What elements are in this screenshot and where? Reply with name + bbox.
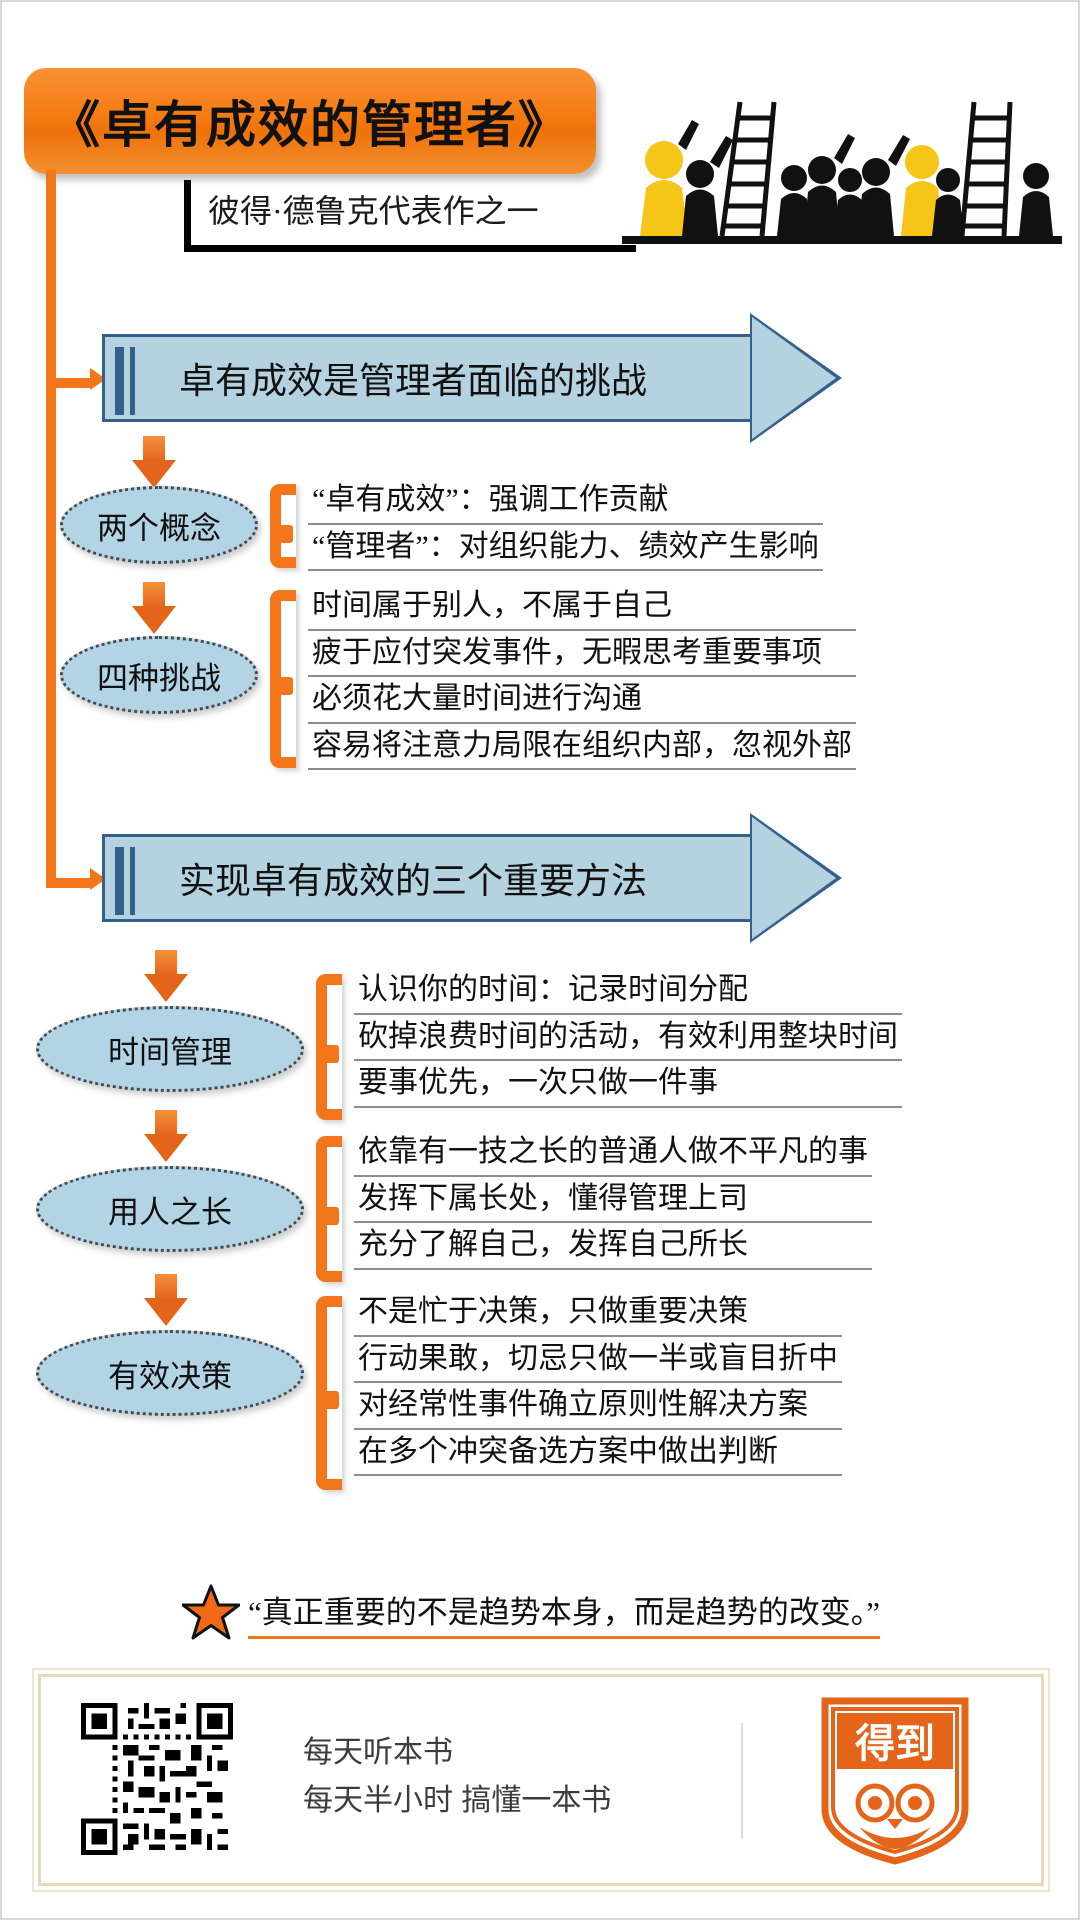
arrow-head — [132, 460, 176, 488]
subtitle-text: 彼得·德鲁克代表作之一 — [208, 193, 539, 229]
group-ellipse-two-concepts: 两个概念 — [60, 486, 258, 564]
list-item: 不是忙于决策，只做重要决策 — [354, 1290, 842, 1337]
arrow-stem — [155, 1110, 177, 1136]
brace-nub — [317, 1207, 339, 1225]
group-label-time-management: 时间管理 — [108, 1034, 232, 1070]
brace-two-concepts — [270, 484, 296, 568]
qr-code-svg — [81, 1703, 233, 1855]
group-ellipse-effective-decisions: 有效决策 — [36, 1330, 304, 1416]
dedao-logo[interactable]: 得到 — [819, 1695, 971, 1867]
group-label-four-challenges: 四种挑战 — [97, 660, 221, 696]
down-arrow-leverage-strengths — [144, 1110, 188, 1162]
list-item: 发挥下属长处，懂得管理上司 — [354, 1177, 872, 1224]
list-item: “管理者”：对组织能力、绩效产生影响 — [308, 525, 823, 572]
list-item: 依靠有一技之长的普通人做不平凡的事 — [354, 1130, 872, 1177]
list-item: 行动果敢，切忌只做一半或盲目折中 — [354, 1337, 842, 1384]
arrow-head — [132, 606, 176, 634]
brace-leverage-strengths — [316, 1136, 342, 1282]
footer-tagline-line2: 每天半小时 搞懂一本书 — [303, 1784, 612, 1817]
arrow-head — [144, 1298, 188, 1326]
banner-2-label: 实现卓有成效的三个重要方法 — [179, 861, 648, 901]
group-label-two-concepts: 两个概念 — [97, 510, 221, 546]
list-item: 认识你的时间：记录时间分配 — [354, 968, 902, 1015]
spine-connector-top — [56, 378, 92, 388]
subtitle-bottom-rule — [184, 245, 636, 252]
orange-flow-spine — [46, 170, 56, 888]
footer-divider — [741, 1723, 743, 1839]
list-item: 充分了解自己，发挥自己所长 — [354, 1223, 872, 1270]
arrow-head — [144, 974, 188, 1002]
banner-1-accent-thin — [130, 347, 135, 415]
brace-time-management — [316, 974, 342, 1120]
banner-1-head — [752, 317, 836, 439]
quote-text: “真正重要的不是趋势本身，而是趋势的改变。” — [248, 1587, 881, 1639]
list-item: 砍掉浪费时间的活动，有效利用整块时间 — [354, 1015, 902, 1062]
brace-effective-decisions — [316, 1296, 342, 1490]
section-banner-1: 卓有成效是管理者面临的挑战 — [102, 313, 842, 443]
banner-2-accent-thin — [130, 847, 135, 915]
arrow-stem — [143, 582, 165, 608]
subtitle-left-rule — [184, 180, 191, 252]
arrow-stem — [155, 950, 177, 976]
down-arrow-effective-decisions — [144, 1274, 188, 1326]
group-ellipse-four-challenges: 四种挑战 — [60, 636, 258, 714]
brace-four-challenges — [270, 590, 296, 768]
list-item: “卓有成效”：强调工作贡献 — [308, 478, 823, 525]
spine-connector-bottom — [56, 878, 92, 888]
hero-svg — [622, 101, 1062, 244]
page-title: 《卓有成效的管理者》 — [50, 97, 570, 153]
banner-2-accent-thick — [115, 847, 124, 915]
brace-nub — [317, 1045, 339, 1063]
qr-code[interactable] — [77, 1699, 237, 1859]
list-leverage-strengths: 依靠有一技之长的普通人做不平凡的事 发挥下属长处，懂得管理上司 充分了解自己，发… — [354, 1130, 872, 1270]
down-arrow-four-challenges — [132, 582, 176, 634]
subtitle-block: 彼得·德鲁克代表作之一 — [184, 180, 636, 252]
list-item: 对经常性事件确立原则性解决方案 — [354, 1383, 842, 1430]
footer-tagline: 每天听本书 每天半小时 搞懂一本书 — [303, 1729, 611, 1825]
banner-2-body: 实现卓有成效的三个重要方法 — [102, 834, 750, 922]
brace-nub — [271, 677, 293, 695]
brace-nub — [317, 1391, 339, 1409]
logo-text: 得到 — [855, 1721, 935, 1766]
banner-2-head — [752, 817, 836, 939]
group-label-leverage-strengths: 用人之长 — [108, 1194, 232, 1230]
highlight-quote-row: “真正重要的不是趋势本身，而是趋势的改变。” — [182, 1582, 902, 1644]
list-two-concepts: “卓有成效”：强调工作贡献 “管理者”：对组织能力、绩效产生影响 — [308, 478, 823, 572]
list-item: 必须花大量时间进行沟通 — [308, 677, 856, 724]
down-arrow-time-management — [144, 950, 188, 1002]
list-time-management: 认识你的时间：记录时间分配 砍掉浪费时间的活动，有效利用整块时间 要事优先，一次… — [354, 968, 902, 1108]
arrow-stem — [155, 1274, 177, 1300]
footer-tagline-line1: 每天听本书 — [303, 1736, 453, 1769]
banner-1-accent-thick — [115, 347, 124, 415]
arrow-head — [144, 1134, 188, 1162]
star-icon — [182, 1584, 240, 1640]
brace-nub — [271, 525, 293, 543]
poster-title-box: 《卓有成效的管理者》 — [24, 68, 596, 174]
list-item: 容易将注意力局限在组织内部，忽视外部 — [308, 724, 856, 771]
list-four-challenges: 时间属于别人，不属于自己 疲于应付突发事件，无暇思考重要事项 必须花大量时间进行… — [308, 584, 856, 771]
ladders-and-crowd-illustration — [622, 100, 1062, 252]
dedao-logo-svg: 得到 — [821, 1697, 969, 1865]
list-item: 疲于应付突发事件，无暇思考重要事项 — [308, 631, 856, 678]
arrow-stem — [143, 436, 165, 462]
list-item: 时间属于别人，不属于自己 — [308, 584, 856, 631]
group-label-effective-decisions: 有效决策 — [108, 1358, 232, 1394]
section-banner-2: 实现卓有成效的三个重要方法 — [102, 813, 842, 943]
list-item: 要事优先，一次只做一件事 — [354, 1061, 902, 1108]
footer-panel: 每天听本书 每天半小时 搞懂一本书 得到 — [32, 1668, 1050, 1892]
banner-1-label: 卓有成效是管理者面临的挑战 — [179, 361, 648, 401]
group-ellipse-leverage-strengths: 用人之长 — [36, 1166, 304, 1252]
list-item: 在多个冲突备选方案中做出判断 — [354, 1430, 842, 1477]
down-arrow-two-concepts — [132, 436, 176, 488]
group-ellipse-time-management: 时间管理 — [36, 1006, 304, 1092]
banner-1-body: 卓有成效是管理者面临的挑战 — [102, 334, 750, 422]
list-effective-decisions: 不是忙于决策，只做重要决策 行动果敢，切忌只做一半或盲目折中 对经常性事件确立原… — [354, 1290, 842, 1477]
